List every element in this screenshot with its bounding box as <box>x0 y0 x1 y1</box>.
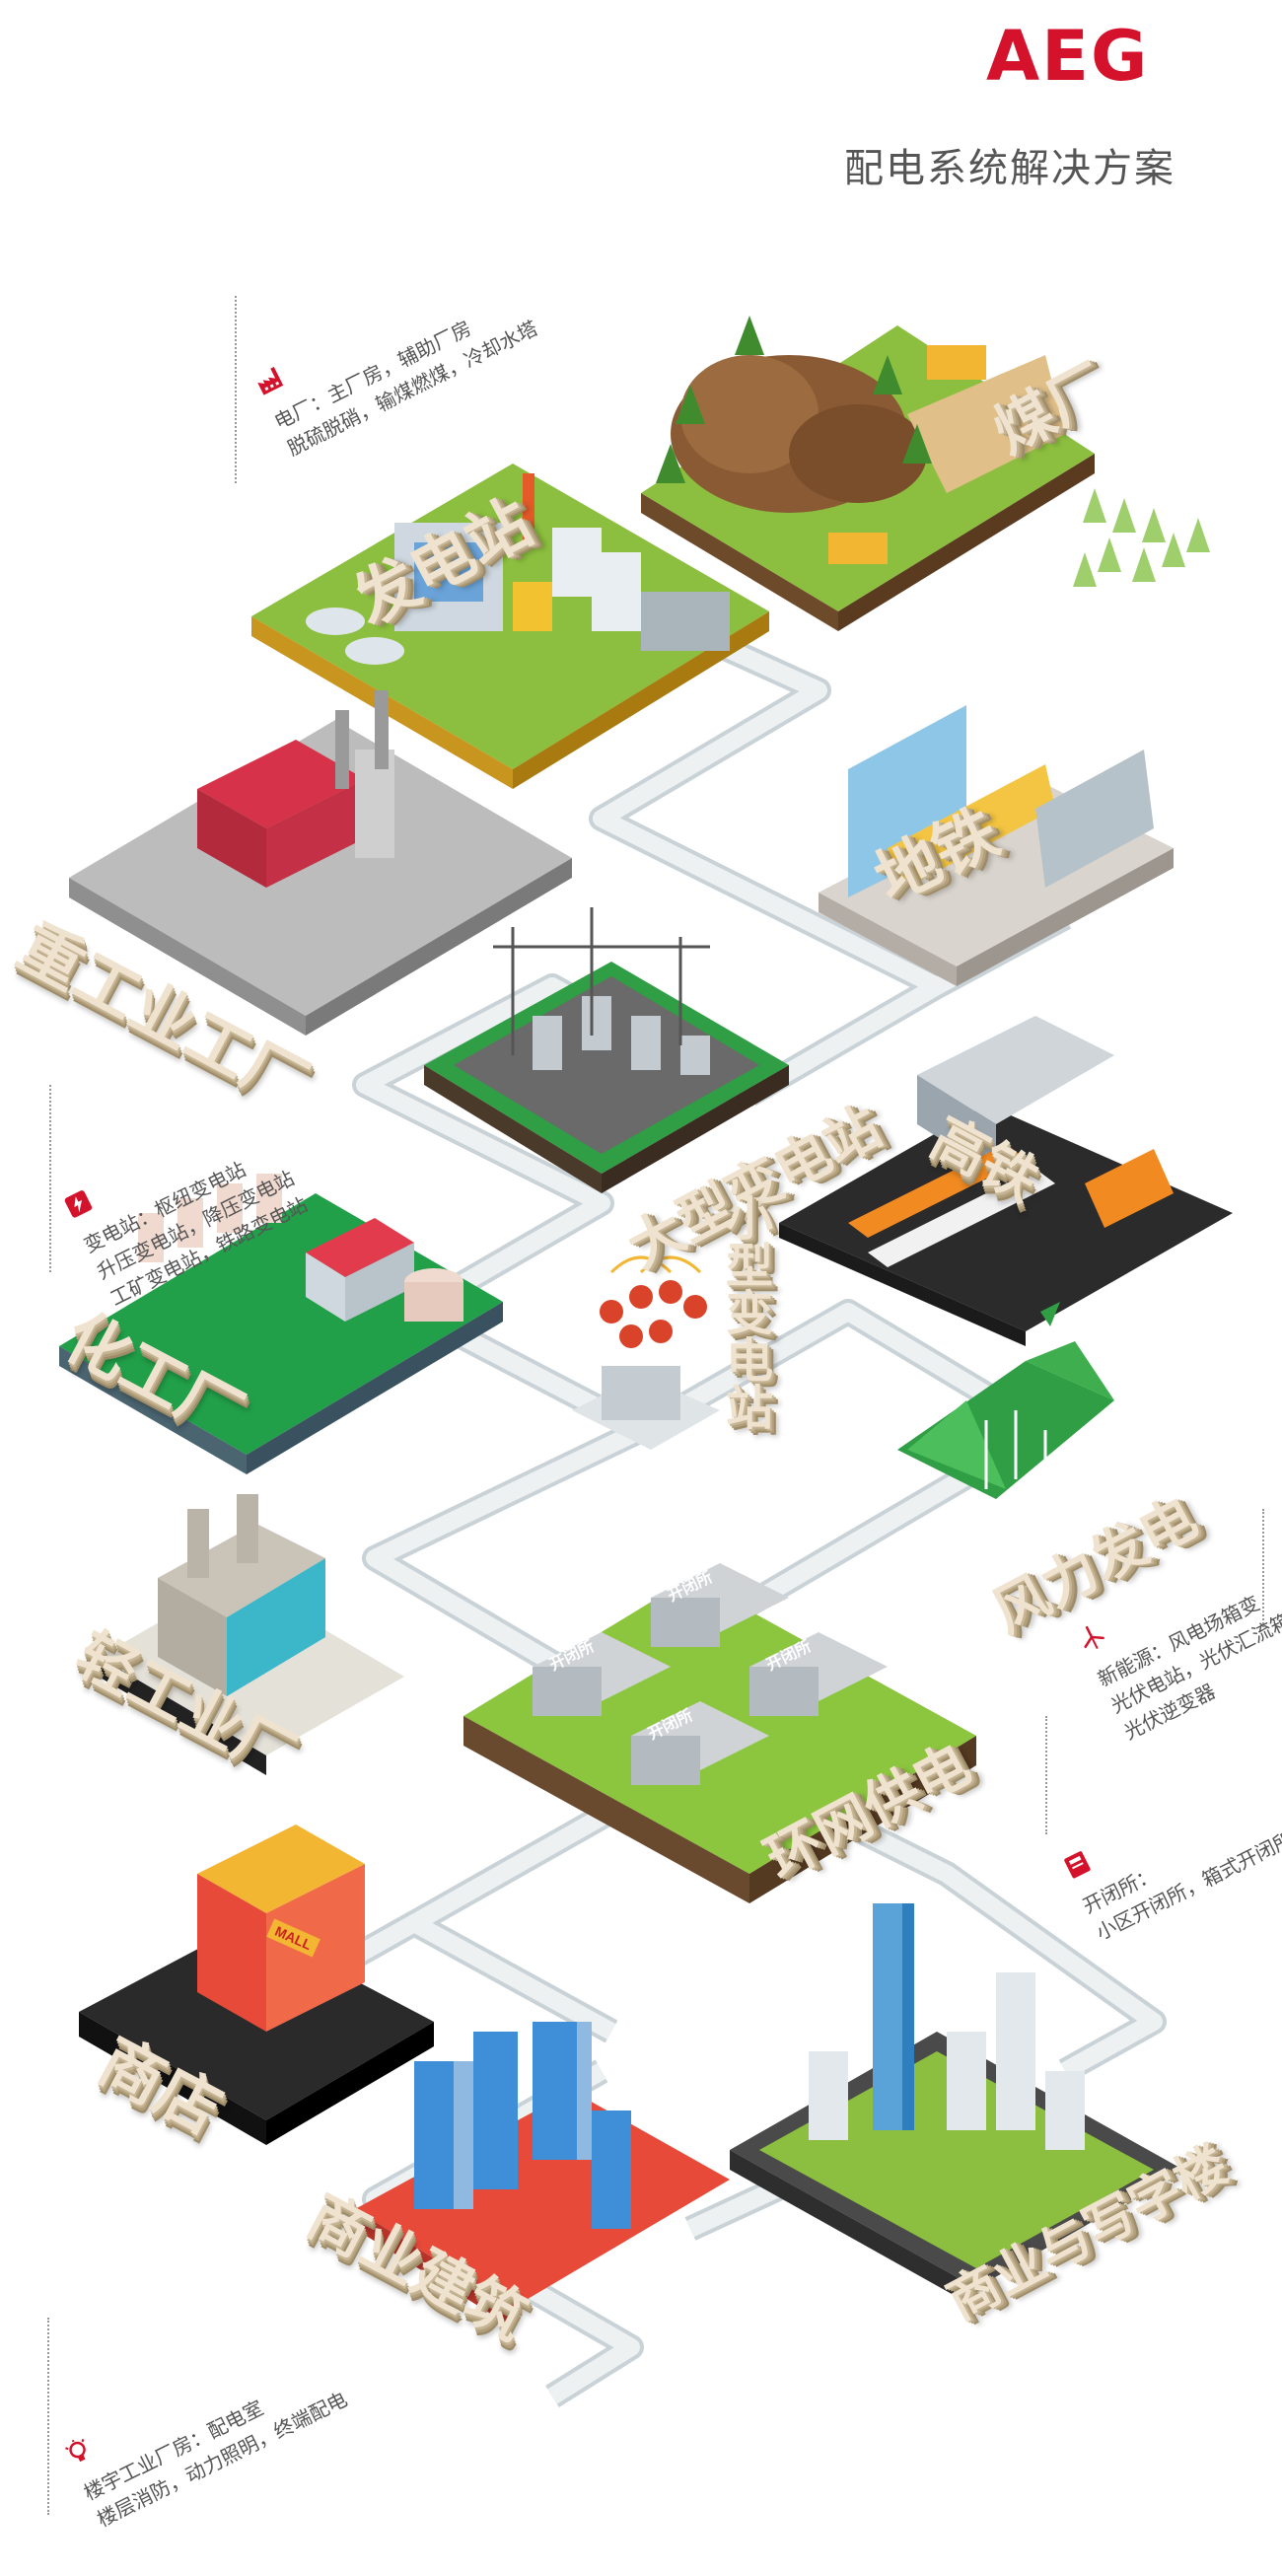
building-note: 楼宇工业厂房：配电室 楼层消防，动力照明，终端配电 <box>61 2323 352 2534</box>
light-industry-illustration <box>99 1494 404 1775</box>
coal-plant-illustration <box>641 316 1095 631</box>
substation-icon <box>64 1190 93 1218</box>
switch-station-note: 开闭所： 小区开闭所，箱式开闭所 <box>1060 1762 1282 1948</box>
page-subtitle: 配电系统解决方案 <box>844 146 1175 191</box>
ring-network-illustration <box>463 1563 976 1903</box>
building-leader-line <box>47 2318 49 2515</box>
pine-cluster-decoration <box>1073 488 1210 587</box>
wind-power-illustration <box>897 1302 1114 1499</box>
new-energy-note: 新能源：风电场箱变 光伏电站，光伏汇流箱 光伏逆变器 <box>1075 1544 1282 1748</box>
power-station-illustration <box>251 464 769 789</box>
high-speed-rail-illustration <box>779 1016 1233 1346</box>
power-plant-note: 电厂：主厂房，辅助厂房 脱硫脱硝，输煤燃煤，冷却水塔 <box>251 251 542 463</box>
new-energy-leader-line <box>1262 1509 1264 1627</box>
subway-illustration <box>819 705 1174 986</box>
substation-leader-line <box>49 1085 51 1272</box>
substation-note: 变电站：枢纽变电站 升压变电站，降压变电站 工矿变电站，铁路变电站 <box>61 1102 313 1314</box>
shop-illustration <box>79 1825 434 2145</box>
chemical-plant-illustration <box>59 1174 503 1474</box>
heavy-industry-illustration <box>69 690 572 1036</box>
small-substation-illustration <box>572 1255 720 1450</box>
lightbulb-icon <box>65 2438 86 2463</box>
factory-icon <box>257 366 284 395</box>
switchgear-icon <box>1064 1851 1091 1879</box>
power-plant-leader-line <box>235 296 237 483</box>
label-small-substation: 小型变电站 <box>717 1193 772 1430</box>
commercial-building-illustration <box>355 2022 730 2327</box>
commercial-office-illustration <box>730 1903 1183 2308</box>
switch-station-leader-line <box>1045 1716 1047 1834</box>
large-substation-illustration <box>424 907 789 1193</box>
wind-turbine-icon <box>1084 1625 1104 1650</box>
aeg-logo: AEG <box>986 16 1150 97</box>
